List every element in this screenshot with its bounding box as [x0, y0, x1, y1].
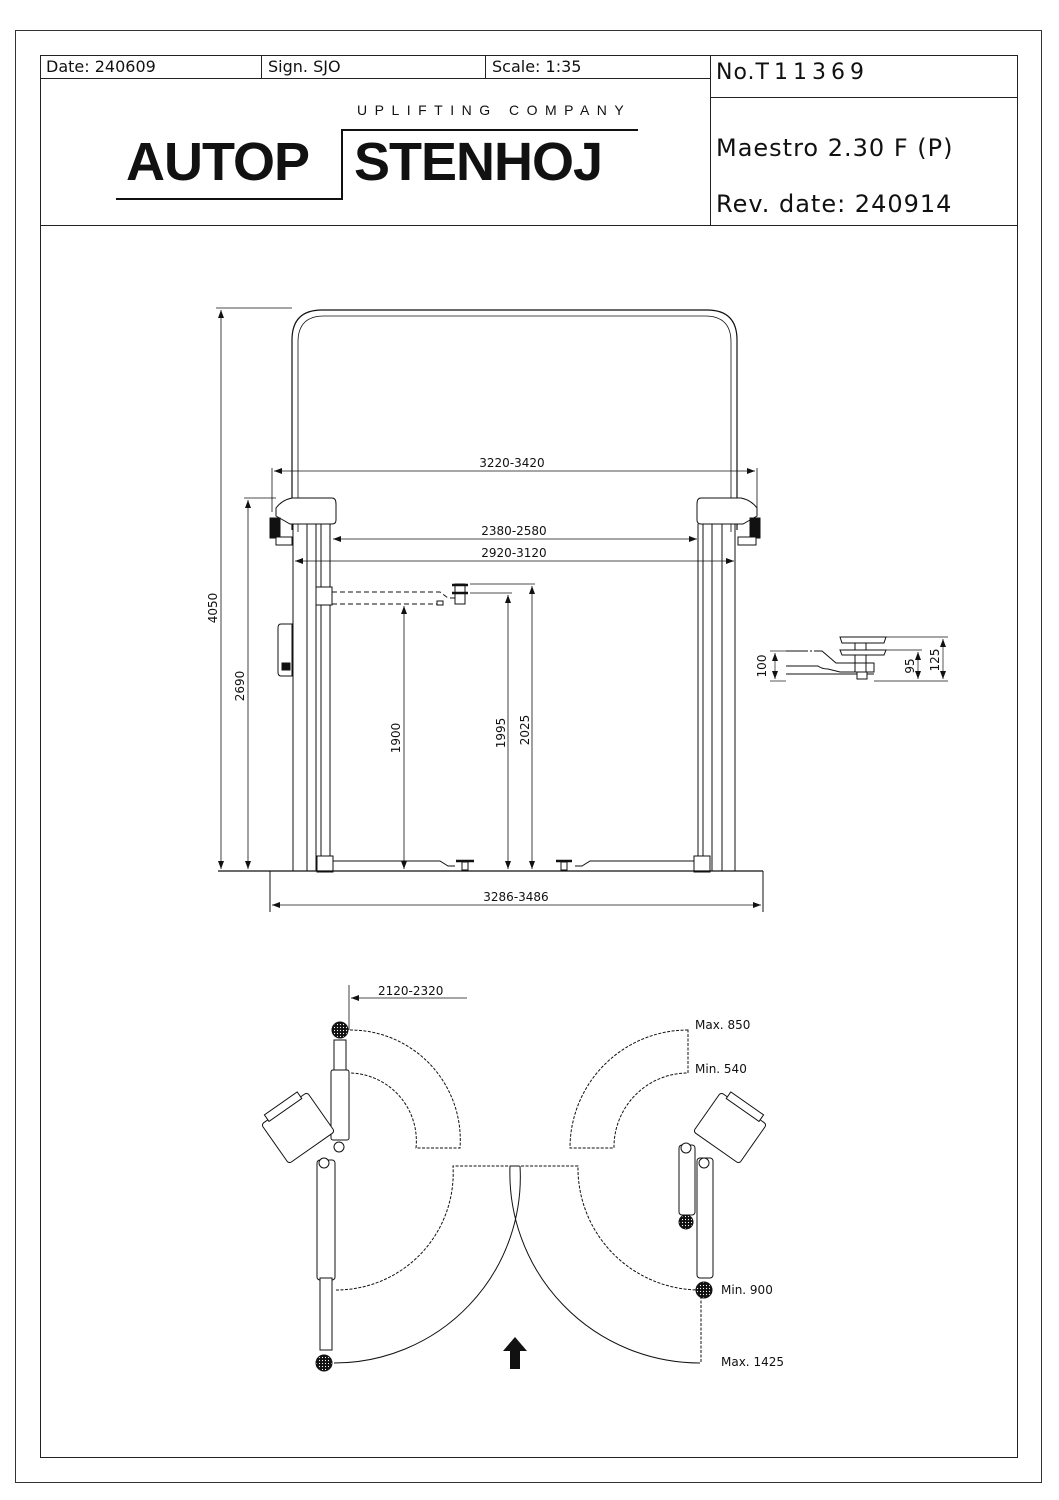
title-block-bottom-line	[40, 225, 1018, 226]
logo-word-autop: AUTOP	[126, 132, 310, 192]
dim-3220-3420: 3220-3420	[479, 456, 544, 470]
model-name: Maestro 2.30 F (P)	[716, 134, 954, 162]
dim-2920-3120: 2920-3120	[481, 546, 546, 560]
label-max-850: Max. 850	[695, 1018, 750, 1032]
dim-1900: 1900	[389, 723, 403, 754]
label-min-540: Min. 540	[695, 1062, 747, 1076]
dim-2690: 2690	[233, 671, 247, 702]
scale-field: Scale: 1:35	[492, 57, 582, 76]
logo-step-line	[341, 129, 343, 200]
revision-date: Rev. date: 240914	[716, 190, 953, 218]
dim-3286-3486: 3286-3486	[483, 890, 548, 904]
title-block-top-row: Date: 240609 Sign. SJO Scale: 1:35	[40, 55, 710, 79]
logo-word-stenhoj: STENHOJ	[354, 132, 603, 192]
sign-field: Sign. SJO	[262, 55, 486, 79]
dim-125: 125	[928, 649, 942, 672]
logo-tagline: UPLIFTING COMPANY	[357, 102, 632, 118]
title-block-right-divider	[710, 97, 1018, 98]
dim-1995: 1995	[494, 718, 508, 749]
date-field: Date: 240609	[40, 55, 262, 79]
title-block-divider	[710, 55, 711, 226]
front-view	[218, 309, 764, 912]
dim-95: 95	[903, 658, 917, 673]
top-view-labels: 2120-2320 Max. 850 Min. 540 Min. 900 Max…	[378, 984, 784, 1369]
logo-overline	[341, 129, 638, 131]
drawing-number: No.T11369	[716, 60, 869, 85]
dim-100: 100	[755, 655, 769, 678]
dim-4050: 4050	[206, 593, 220, 624]
dim-2025: 2025	[518, 715, 532, 746]
front-view-dimension-labels: 4050 2690 3220-3420 2380-2580 2920-3120 …	[206, 456, 549, 904]
top-view	[261, 985, 767, 1372]
pad-detail	[770, 636, 948, 682]
dim-2120-2320: 2120-2320	[378, 984, 443, 998]
logo-underline	[116, 198, 343, 200]
dim-2380-2580: 2380-2580	[481, 524, 546, 538]
drawing-number-prefix: No.	[716, 60, 756, 85]
arrow-up-icon	[503, 1337, 527, 1369]
pad-detail-labels: 100 95 125	[755, 649, 942, 678]
front-view-dimensions	[216, 307, 761, 908]
label-max-1425: Max. 1425	[721, 1355, 784, 1369]
label-min-900: Min. 900	[721, 1283, 773, 1297]
drawing-number-value: T11369	[755, 60, 869, 85]
inner-border	[40, 55, 1018, 1458]
outer-border	[15, 30, 1042, 1483]
